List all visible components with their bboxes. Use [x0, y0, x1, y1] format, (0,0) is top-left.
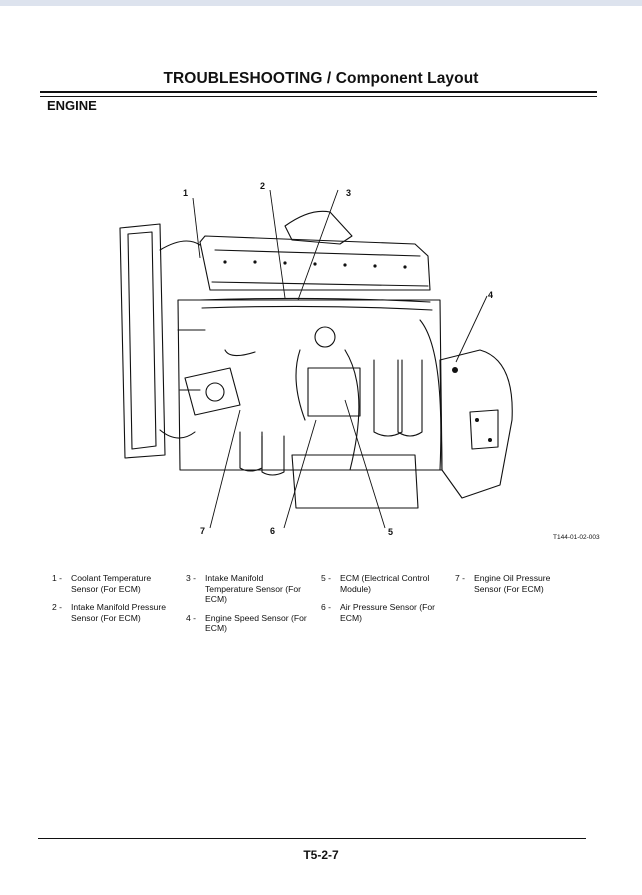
top-strip: [0, 0, 642, 6]
legend-text: ECM (Electrical Control Module): [340, 573, 430, 594]
legend-number: 7 -: [455, 573, 466, 583]
legend-text: Intake Manifold Pressure Sensor (For ECM…: [71, 602, 167, 623]
legend-column-1: 1 - Coolant Temperature Sensor (For ECM)…: [52, 573, 177, 631]
legend-item-2: 2 - Intake Manifold Pressure Sensor (For…: [52, 602, 177, 623]
leader-line-7: [209, 409, 241, 529]
legend-item-4: 4 - Engine Speed Sensor (For ECM): [186, 613, 311, 634]
leader-line-1: [192, 197, 201, 259]
legend-number: 1 -: [52, 573, 63, 583]
callout-5: 5: [388, 527, 393, 537]
leader-line-6: [283, 419, 317, 529]
legend-item-5: 5 - ECM (Electrical Control Module): [321, 573, 446, 594]
legend-column-3: 5 - ECM (Electrical Control Module) 6 - …: [321, 573, 446, 631]
leader-line-2: [269, 189, 286, 299]
legend-number: 2 -: [52, 602, 63, 612]
legend-text: Engine Speed Sensor (For ECM): [205, 612, 307, 634]
legend-column-2: 3 - Intake Manifold Temperature Sensor (…: [186, 573, 311, 642]
header-rule: [40, 91, 597, 93]
legend-number: 4 -: [186, 612, 197, 623]
legend-number: 3 -: [186, 573, 197, 583]
section-title: ENGINE: [47, 98, 97, 113]
page-title: TROUBLESHOOTING / Component Layout: [163, 70, 479, 87]
callout-2: 2: [260, 181, 265, 191]
legend-column-4: 7 - Engine Oil Pressure Sensor (For ECM): [455, 573, 580, 602]
leader-line-4: [455, 295, 488, 363]
callout-3: 3: [346, 188, 351, 198]
legend-item-7: 7 - Engine Oil Pressure Sensor (For ECM): [455, 573, 580, 594]
callout-4: 4: [488, 290, 493, 300]
callout-1: 1: [183, 188, 188, 198]
leader-line-3: [297, 189, 339, 301]
header-rule-thin: [40, 96, 597, 97]
callout-7: 7: [200, 526, 205, 536]
legend-text: Intake Manifold Temperature Sensor (For …: [205, 573, 301, 604]
legend-number: 6 -: [321, 602, 332, 612]
callout-6: 6: [270, 526, 275, 536]
figure-code: T144-01-02-003: [553, 534, 600, 541]
legend-text: Engine Oil Pressure Sensor (For ECM): [474, 573, 551, 594]
legend-item-1: 1 - Coolant Temperature Sensor (For ECM): [52, 573, 177, 594]
leader-line-5: [344, 399, 386, 529]
legend-item-6: 6 - Air Pressure Sensor (For ECM): [321, 602, 446, 623]
legend-number: 5 -: [321, 573, 332, 583]
page-number: T5-2-7: [303, 848, 339, 862]
legend-text: Coolant Temperature Sensor (For ECM): [71, 573, 152, 594]
legend-item-3: 3 - Intake Manifold Temperature Sensor (…: [186, 573, 311, 605]
legend-text: Air Pressure Sensor (For ECM): [340, 602, 436, 623]
engine-diagram: 1 2 3 4 5 6 7: [119, 181, 513, 537]
footer-rule: [38, 838, 586, 839]
